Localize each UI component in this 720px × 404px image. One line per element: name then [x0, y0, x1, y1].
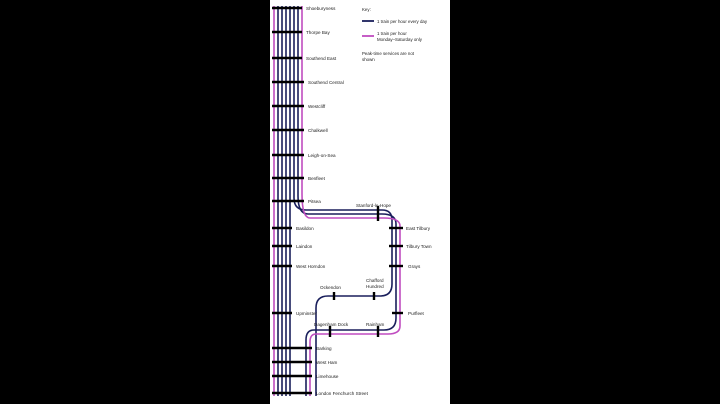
station-label-dagenham-dock: Dagenham Dock: [314, 322, 349, 327]
key-note-line1: Peak-time services are not: [362, 51, 415, 56]
station-labels: Shoeburyness Thorpe Bay Southend East So…: [296, 6, 432, 396]
station-label-southend-central: Southend Central: [308, 80, 344, 85]
station-label-chalkwell: Chalkwell: [308, 128, 328, 133]
trunk-station-ticks: [272, 6, 312, 395]
station-label-leigh-on-sea: Leigh-on-Sea: [308, 153, 336, 158]
station-label-benfleet: Benfleet: [308, 176, 326, 181]
key-monsat-label-line2: Monday–Saturday only: [377, 37, 423, 42]
key-daily-label: 1 train per hour every day: [377, 19, 428, 24]
station-label-chafford-hundred-line1: Chafford: [366, 278, 384, 283]
tilbury-loop-daily-2: [297, 6, 397, 396]
station-label-upminster: Upminster: [296, 311, 317, 316]
route-map-panel: Shoeburyness Thorpe Bay Southend East So…: [270, 0, 450, 404]
tilbury-loop-lines: [293, 6, 401, 396]
key-title: Key:: [362, 7, 371, 12]
station-label-southend-east: Southend East: [306, 56, 337, 61]
map-key: Key: 1 train per hour every day 1 train …: [362, 7, 428, 62]
tilbury-loop-monsat: [301, 6, 401, 396]
key-note-line2: shown: [362, 57, 375, 62]
station-label-laindon: Laindon: [296, 244, 313, 249]
station-label-shoeburyness: Shoeburyness: [306, 6, 336, 11]
station-label-limehouse: Limehouse: [316, 374, 339, 379]
station-label-grays: Grays: [408, 264, 421, 269]
station-label-thorpe-bay: Thorpe Bay: [306, 30, 330, 35]
station-label-ockendon: Ockendon: [320, 285, 341, 290]
station-label-tilbury-town: Tilbury Town: [406, 244, 432, 249]
route-map: Shoeburyness Thorpe Bay Southend East So…: [272, 6, 432, 396]
station-label-stanford-le-hope: Stanford-le-Hope: [356, 203, 391, 208]
loop-station-ticks: [328, 206, 403, 337]
station-label-london-fenchurch-street: London Fenchurch Street: [316, 391, 369, 396]
station-label-pitsea: Pitsea: [308, 199, 321, 204]
station-label-westcliff: Westcliff: [308, 104, 326, 109]
station-label-west-ham: West Ham: [316, 360, 338, 365]
station-label-barking: Barking: [316, 346, 332, 351]
station-label-west-horndon: West Horndon: [296, 264, 326, 269]
station-label-purfleet: Purfleet: [408, 311, 425, 316]
station-label-chafford-hundred-line2: Hundred: [366, 284, 384, 289]
station-label-east-tilbury: East Tilbury: [406, 226, 431, 231]
station-label-basildon: Basildon: [296, 226, 314, 231]
key-monsat-label-line1: 1 train per hour: [377, 31, 407, 36]
station-label-rainham: Rainham: [366, 322, 385, 327]
